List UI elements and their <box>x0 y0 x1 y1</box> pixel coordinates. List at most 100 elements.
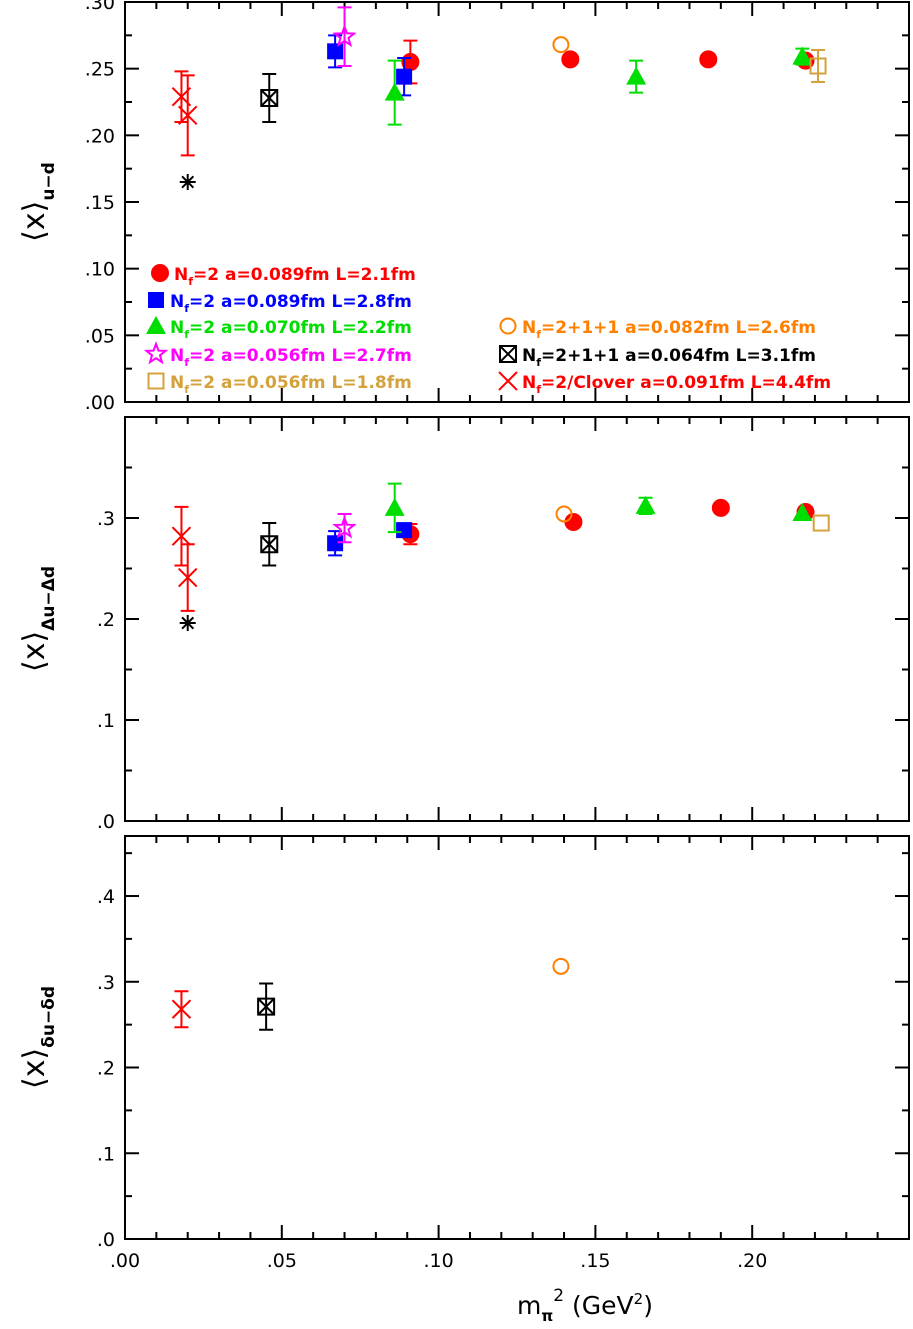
x-tick-label: .05 <box>267 1250 297 1272</box>
data-point <box>561 50 580 69</box>
series-star_black <box>179 174 196 190</box>
legend-label-sub: f <box>536 356 541 369</box>
series-nf211_a082_L26 <box>552 957 570 975</box>
legend-item-nf2_a089_L21: Nf=2 a=0.089fm L=2.1fm <box>151 264 416 288</box>
legend-label-text: =2 a=0.056fm L=2.7fm <box>189 346 412 366</box>
y-axis-label-main: ⟨x⟩ <box>17 1048 52 1089</box>
legend-label-text: =2/Clover a=0.091fm L=4.4fm <box>541 373 831 393</box>
legend-label: Nf=2 a=0.056fm L=2.7fm <box>170 346 412 369</box>
legend-marker <box>499 317 517 335</box>
legend-label-text: =2 a=0.089fm L=2.8fm <box>189 292 412 312</box>
series-nf211_a064_L31 <box>257 982 276 1031</box>
data-point <box>552 957 570 975</box>
series-nf211_a082_L26 <box>552 36 570 54</box>
legend-label-prefix: N <box>170 373 184 393</box>
legend-marker <box>498 371 518 391</box>
data-point <box>257 997 276 1016</box>
legend-item-nf2_clover: Nf=2/Clover a=0.091fm L=4.4fm <box>498 371 831 396</box>
legend-label-sub: f <box>184 328 189 341</box>
legend-label-sub: f <box>536 383 541 396</box>
data-point <box>564 513 583 532</box>
panel-2: .0.1.2.3⟨x⟩Δu−Δd <box>17 416 910 833</box>
x-axis-label: mπ2 (GeV2) <box>517 1286 653 1325</box>
y-tick-label: .1 <box>97 1143 115 1165</box>
data-point <box>327 43 344 60</box>
series-nf211_a064_L31 <box>260 522 279 567</box>
series-nf2_a089_L21 <box>401 39 815 85</box>
legend-label-text: =2+1+1 a=0.064fm L=3.1fm <box>541 346 816 366</box>
legend-label: Nf=2 a=0.089fm L=2.1fm <box>174 265 416 288</box>
x-tick-label: .20 <box>737 1250 767 1272</box>
x-axis-label-part: π <box>541 1307 553 1325</box>
y-axis-label-sub: δu−δd <box>39 986 59 1048</box>
x-tick-label: .15 <box>580 1250 610 1272</box>
data-point <box>171 999 192 1019</box>
y-tick-label: .20 <box>85 125 115 147</box>
legend-label-prefix: N <box>522 318 536 338</box>
data-point <box>792 46 813 65</box>
y-tick-label: .25 <box>85 59 115 81</box>
legend-label-sub: f <box>184 302 189 315</box>
legend-item-nf2_a056_L27: Nf=2 a=0.056fm L=2.7fm <box>143 341 412 369</box>
data-point <box>555 505 573 523</box>
y-axis-label-sub: u−d <box>39 162 59 201</box>
series-nf2_clover <box>171 505 198 612</box>
x-axis-label-part: ) <box>643 1291 653 1320</box>
legend-label-prefix: N <box>170 318 184 338</box>
data-point <box>812 514 830 532</box>
series-nf2_a089_L21 <box>401 498 815 546</box>
data-point <box>711 498 730 517</box>
y-tick-label: .3 <box>97 508 115 530</box>
y-tick-label: .30 <box>85 0 115 14</box>
data-point <box>396 522 413 539</box>
x-axis-label-part: 2 <box>634 1290 644 1308</box>
y-tick-label: .2 <box>97 609 115 631</box>
data-point <box>260 535 279 554</box>
legend-label-sub: f <box>188 275 193 288</box>
legend-item-nf2_a070_L22: Nf=2 a=0.070fm L=2.2fm <box>146 316 412 341</box>
legend-label: Nf=2 a=0.056fm L=1.8fm <box>170 373 412 396</box>
legend-label: Nf=2+1+1 a=0.064fm L=3.1fm <box>522 346 816 369</box>
legend-marker <box>143 341 169 365</box>
y-tick-label: .15 <box>85 192 115 214</box>
series-nf2_a070_L22 <box>384 46 813 126</box>
series-nf211_a064_L31 <box>260 73 279 123</box>
data-point <box>179 174 196 190</box>
legend-label-text: =2 a=0.089fm L=2.1fm <box>193 265 416 285</box>
data-point <box>699 50 718 69</box>
x-tick-label: .00 <box>110 1250 140 1272</box>
panel-frame <box>124 416 910 822</box>
panel-frame <box>124 835 910 1240</box>
legend-marker <box>146 316 166 334</box>
legend-label: Nf=2 a=0.089fm L=2.8fm <box>170 292 412 315</box>
data-point <box>179 615 196 632</box>
legend-label-prefix: N <box>170 292 184 312</box>
y-axis-label: ⟨x⟩Δu−Δd <box>17 566 59 672</box>
series-nf2_a070_L22 <box>384 482 813 534</box>
y-axis-label-main: ⟨x⟩ <box>17 631 52 672</box>
error-bar <box>811 49 826 83</box>
data-point <box>178 105 198 126</box>
y-tick-label: .0 <box>97 1229 115 1251</box>
legend-label-text: =2 a=0.056fm L=1.8fm <box>189 373 412 393</box>
series-nf2_a056_L18 <box>812 514 830 532</box>
legend-marker <box>148 292 164 308</box>
data-point <box>552 36 570 54</box>
legend-label: Nf=2+1+1 a=0.082fm L=2.6fm <box>522 318 816 341</box>
x-axis-label-part: (GeV <box>564 1291 634 1320</box>
legend-marker <box>499 345 517 363</box>
legend-item-nf211_a082_L26: Nf=2+1+1 a=0.082fm L=2.6fm <box>499 317 816 341</box>
data-point <box>626 66 647 85</box>
series-nf2_clover <box>171 990 192 1029</box>
legend-label-sub: f <box>184 383 189 396</box>
y-tick-label: .4 <box>97 886 115 908</box>
y-tick-label: .05 <box>85 325 115 347</box>
series-nf2_a089_L28 <box>327 34 413 97</box>
legend-label-prefix: N <box>174 265 188 285</box>
legend-item-nf2_a089_L28: Nf=2 a=0.089fm L=2.8fm <box>148 292 412 315</box>
legend-marker <box>151 264 169 282</box>
legend-label-sub: f <box>184 356 189 369</box>
x-axis-label-part: 2 <box>553 1286 564 1306</box>
